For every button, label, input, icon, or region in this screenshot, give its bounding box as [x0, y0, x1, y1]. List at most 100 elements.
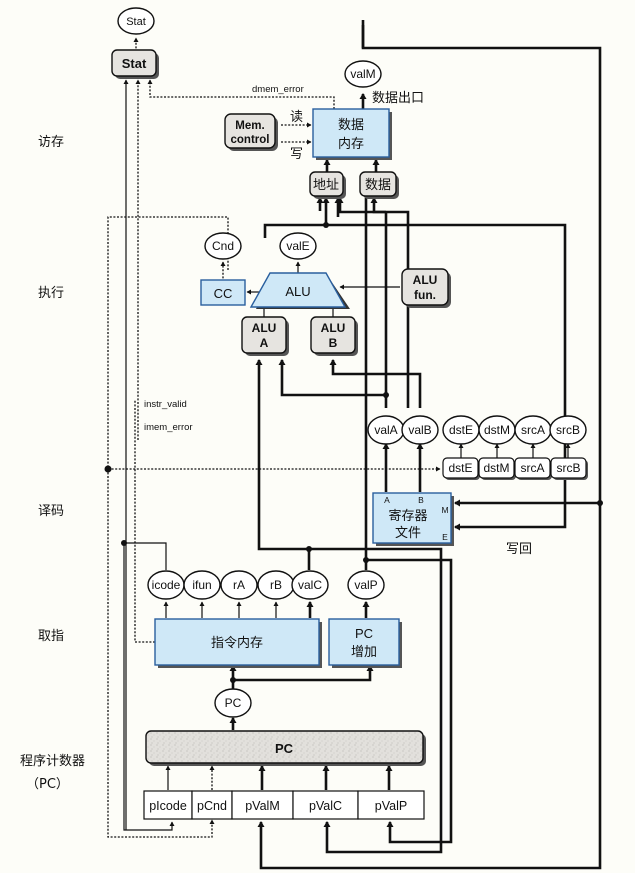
stage-label-pc: 程序计数器 [20, 754, 85, 769]
cnd-output [204, 232, 242, 260]
cc-block [200, 279, 246, 306]
fetch-output-label: ifun [192, 578, 211, 592]
data-out-label: 数据出口 [372, 91, 424, 106]
stage-label-decode: 译码 [38, 504, 64, 519]
regfile-port-e: E [442, 532, 448, 542]
data-label: 数据 [365, 178, 391, 193]
register-file-block [372, 492, 452, 544]
decode-input-label: srcB [557, 461, 581, 475]
stat-box [111, 49, 157, 77]
data-memory-label-2: 内存 [338, 136, 364, 152]
alu-a-label-1: ALU [252, 321, 277, 335]
decode-output-srcB [549, 415, 587, 445]
decode-output-valB [401, 415, 439, 445]
pc-field-label: pIcode [149, 799, 187, 813]
pc-value-label: PC [225, 696, 242, 710]
stage-label-pc-abbr: （PC） [26, 777, 69, 792]
fetch-output-label: rB [270, 578, 282, 592]
decode-output-label: srcA [521, 423, 545, 437]
decode-output-label: valB [408, 423, 431, 437]
pc-field-label: pValM [245, 799, 280, 813]
pc-field-label: pValC [309, 799, 342, 813]
data-memory-block [312, 108, 390, 158]
alu-block [249, 272, 347, 308]
pc-field-label: pValP [375, 799, 407, 813]
alu-fun-box [401, 268, 449, 306]
cc-label: CC [214, 286, 233, 301]
pc-register-block [145, 730, 424, 764]
instruction-memory-block [154, 618, 320, 666]
decode-output-label: dstE [449, 423, 473, 437]
mem-control-box [224, 113, 276, 149]
pc-register-label: PC [275, 741, 294, 756]
instr-valid-label: instr_valid [144, 399, 187, 410]
valP-output [347, 570, 385, 600]
writeback-label: 写回 [506, 542, 532, 557]
pc-field-pCnd [191, 790, 233, 820]
pc-field-label: pCnd [197, 799, 227, 813]
alu-fun-label-2: fun. [414, 288, 436, 302]
pc-increment-block [328, 618, 400, 666]
valE-output [279, 232, 317, 260]
decode-output-label: dstM [484, 423, 510, 437]
wires [104, 20, 603, 870]
valE-label: valE [286, 239, 309, 253]
dmem-error-label: dmem_error [252, 84, 304, 95]
stage-label-execute: 执行 [38, 286, 64, 301]
decode-input-dstE [442, 457, 479, 479]
decode-input-label: dstE [448, 461, 472, 475]
regfile-port-a: A [384, 495, 390, 505]
valM-label: valM [350, 67, 375, 81]
stat-output [117, 7, 155, 35]
decode-input-label: dstM [483, 461, 509, 475]
decode-output-label: valA [374, 423, 397, 437]
decode-output-label: srcB [556, 423, 580, 437]
fetch-output-label: valC [298, 578, 322, 592]
decode-inputs: dstE dstM srcA srcB [442, 457, 588, 480]
pc-value [214, 688, 252, 718]
alu-label: ALU [285, 284, 310, 299]
decode-outputs: valA valB dstE dstM srcA srcB [367, 415, 587, 445]
fetch-outputs: icode ifun rA rB valC [147, 570, 329, 600]
valM-output [344, 60, 382, 88]
stage-label-memory: 访存 [38, 135, 64, 150]
stage-label-fetch: 取指 [38, 629, 64, 644]
regfile-label-1: 寄存器 [388, 508, 427, 524]
decode-input-srcB [550, 457, 587, 479]
addr-label: 地址 [313, 178, 339, 193]
alu-fun-label-1: ALU [413, 273, 438, 287]
decode-input-srcA [514, 457, 551, 479]
alu-b-label-1: ALU [321, 321, 346, 335]
addr-box [309, 171, 344, 197]
fetch-output-valC [291, 570, 329, 600]
data-box [359, 171, 397, 197]
mem-control-label-2: control [231, 134, 270, 146]
fetch-output-label: rA [233, 578, 245, 592]
imem-error-label: imem_error [144, 422, 193, 433]
regfile-port-m: M [441, 505, 448, 515]
pc-inc-label-1: PC [355, 626, 373, 641]
write-label: 写 [290, 147, 303, 162]
pc-inc-label-2: 增加 [351, 645, 377, 660]
pc-field-pIcode [143, 790, 193, 820]
alu-a-box [241, 316, 287, 354]
cnd-label: Cnd [212, 239, 234, 253]
pc-field-pValP [357, 790, 425, 820]
alu-b-box [310, 316, 356, 354]
decode-input-dstM [478, 457, 515, 479]
stat-box-label: Stat [122, 56, 147, 71]
fetch-output-rA [220, 570, 258, 600]
pc-field-pValM [231, 790, 294, 820]
alu-b-label-2: B [329, 336, 338, 350]
valP-label: valP [354, 578, 377, 592]
alu-a-label-2: A [260, 336, 269, 350]
imem-label: 指令内存 [211, 635, 263, 651]
regfile-port-b: B [418, 495, 424, 505]
decode-input-label: srcA [521, 461, 545, 475]
regfile-label-2: 文件 [395, 526, 421, 541]
mem-control-label-1: Mem. [235, 120, 264, 132]
pc-fields: pIcode pCnd pValM pValC pValP [143, 790, 425, 820]
fetch-output-label: icode [152, 578, 181, 592]
stat-output-label: Stat [126, 16, 146, 28]
